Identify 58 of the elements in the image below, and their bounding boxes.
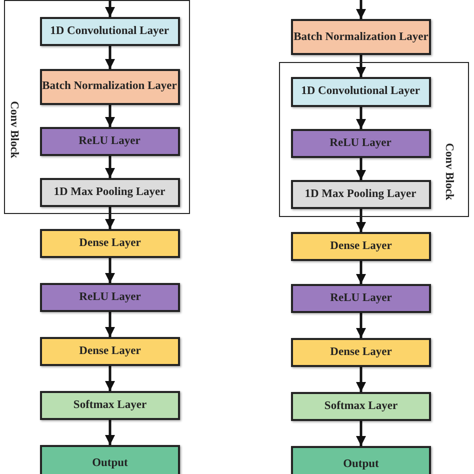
arrow: [105, 312, 115, 337]
arrow: [356, 367, 366, 392]
layer-label: Output: [343, 456, 379, 472]
layer-label: Softmax Layer: [73, 398, 147, 413]
arrow: [356, 55, 366, 77]
group-frame: [4, 0, 190, 214]
layer-box: [40, 68, 180, 104]
arrow: [105, 156, 115, 178]
layer-box: [291, 338, 431, 367]
layer-label: ReLU Layer: [330, 136, 392, 150]
layer-box: [291, 392, 431, 421]
layer-label: Dense Layer: [79, 344, 141, 359]
layer-box: [291, 232, 431, 261]
arrow: [105, 0, 115, 17]
arrow: [356, 107, 366, 129]
arrow: [356, 313, 366, 338]
arrow: [105, 258, 115, 283]
layer-box: [290, 180, 430, 208]
arrow: [105, 46, 115, 69]
layer-label: Dense Layer: [330, 239, 392, 254]
layer-box: [40, 337, 180, 366]
layer-label: Softmax Layer: [324, 399, 398, 414]
layer-box: [40, 391, 180, 420]
layer-label: 1D Convolutional Layer: [301, 84, 420, 99]
layer-label: Dense Layer: [330, 345, 392, 360]
group-label: Conv Block: [7, 101, 21, 158]
layer-box: [291, 284, 431, 313]
group-frame: [279, 62, 469, 217]
layer-label: ReLU Layer: [78, 134, 140, 148]
arrow: [356, 261, 366, 284]
arrow: [105, 366, 115, 391]
arrow: [105, 207, 115, 229]
layer-box: [40, 283, 180, 312]
layer-label: 1D Max Pooling Layer: [304, 186, 416, 202]
layer-box: [291, 446, 431, 474]
arrow: [356, 158, 366, 180]
layer-box: [40, 126, 180, 156]
layer-label: Dense Layer: [79, 236, 141, 251]
layer-box: [40, 178, 180, 206]
group-label: Conv Block: [442, 143, 456, 200]
layer-label: 1D Max Pooling Layer: [54, 184, 166, 200]
layer-box: [40, 16, 180, 46]
layer-label: Batch Normalization Layer: [42, 79, 177, 94]
layer-box: [40, 445, 180, 474]
layer-label: ReLU Layer: [330, 291, 392, 306]
layer-box: [290, 76, 430, 106]
layer-label: Output: [92, 456, 128, 470]
layer-box: [40, 229, 180, 258]
layer-label: 1D Convolutional Layer: [50, 24, 169, 38]
layer-label: Batch Normalization Layer: [294, 30, 428, 44]
arrow: [356, 0, 366, 19]
layer-label: ReLU Layer: [79, 290, 141, 305]
layer-box: [291, 19, 431, 55]
arrow: [105, 105, 115, 127]
arrow: [105, 420, 115, 445]
arrow: [356, 209, 366, 232]
arrow: [356, 421, 366, 446]
layer-box: [290, 128, 430, 158]
